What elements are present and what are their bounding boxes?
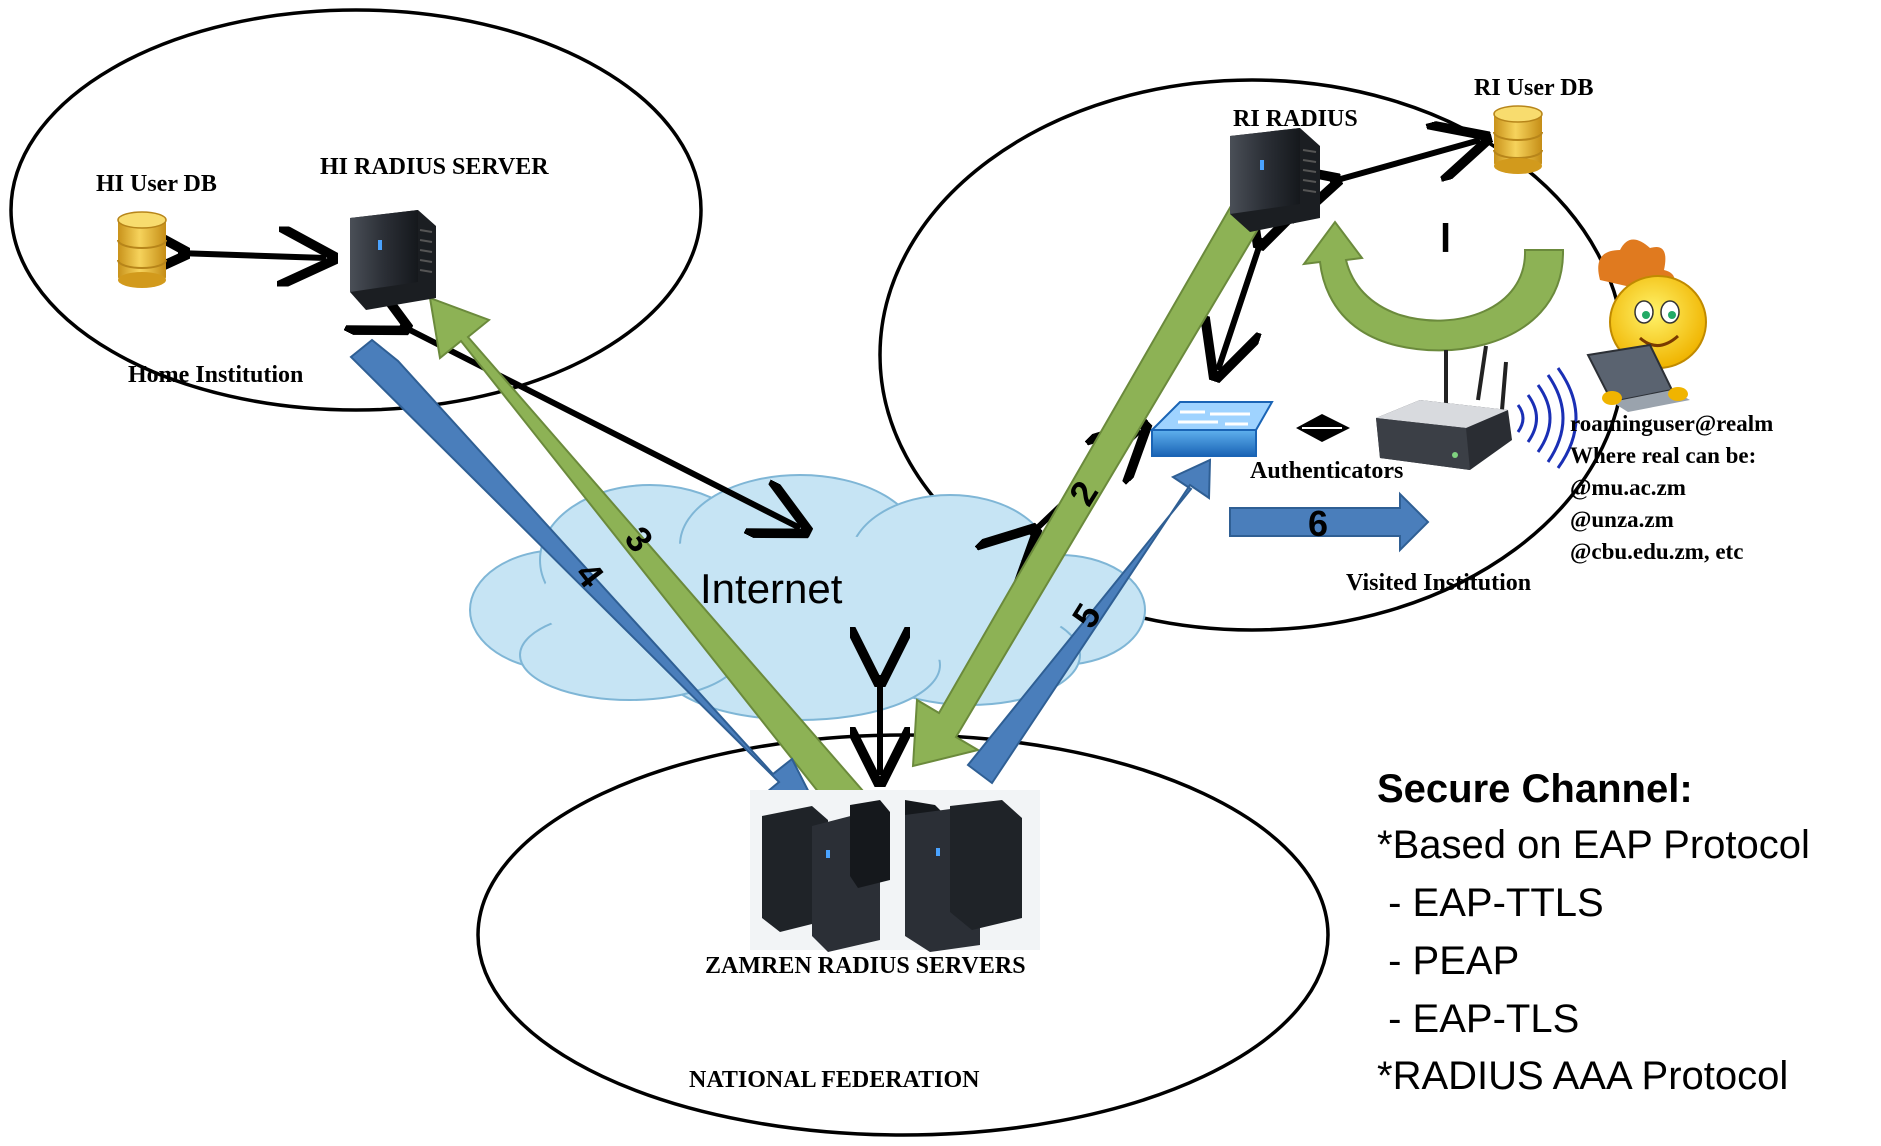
home-institution-label: Home Institution: [128, 362, 303, 388]
wifi-icon: [1516, 367, 1578, 469]
hi-user-db-label: HI User DB: [96, 171, 217, 197]
hi-db-server-link: [178, 253, 326, 258]
svg-text:*RADIUS AAA Protocol: *RADIUS AAA Protocol: [1377, 1054, 1788, 1098]
home-institution-region: [9, 8, 703, 412]
server-icon: [350, 210, 436, 310]
svg-text:*Based on EAP Protocol: *Based on EAP Protocol: [1377, 823, 1810, 867]
zamren-servers-label: ZAMREN RADIUS SERVERS: [705, 953, 1026, 979]
step-3-arrow: [428, 296, 865, 815]
server-icon: [1230, 128, 1320, 232]
database-icon: [117, 211, 167, 288]
visited-institution-label: Visited Institution: [1346, 570, 1531, 596]
svg-text:@mu.ac.zm: @mu.ac.zm: [1570, 475, 1686, 501]
step-1-arrow: [1301, 220, 1565, 352]
svg-text:- PEAP: - PEAP: [1377, 939, 1519, 983]
svg-text:- EAP-TLS: - EAP-TLS: [1377, 997, 1579, 1041]
internet-label: Internet: [700, 565, 843, 612]
step-5-arrow: [966, 458, 1212, 785]
switch-icon: [1149, 401, 1274, 457]
router-icon: [1376, 345, 1512, 470]
authenticators-label: Authenticators: [1250, 458, 1403, 484]
secure-channel-legend: Secure Channel: *Based on EAP Protocol -…: [1377, 767, 1810, 1098]
step-6-label: 6: [1308, 503, 1328, 544]
svg-text:- EAP-TTLS: - EAP-TTLS: [1377, 881, 1604, 925]
ri-radius-switch-link: [1218, 238, 1262, 370]
svg-text:@unza.zm: @unza.zm: [1570, 507, 1674, 533]
hi-server-internet-link: [400, 325, 800, 528]
ri-radius-db-link: [1330, 140, 1480, 182]
ri-radius-label: RI RADIUS: [1233, 106, 1358, 132]
step-2-arrow: [911, 204, 1263, 768]
roaming-user-text: roaminguser@realm Where real can be: @mu…: [1570, 411, 1773, 565]
user-smiley-icon: [1598, 239, 1707, 369]
step-1-label: l: [1440, 217, 1451, 261]
secure-channel-title: Secure Channel:: [1377, 767, 1693, 811]
hi-radius-server-label: HI RADIUS SERVER: [320, 154, 549, 180]
svg-text:roaminguser@realm: roaminguser@realm: [1570, 411, 1773, 437]
server-cluster-icon: [750, 790, 1040, 952]
laptop-icon: [1586, 343, 1690, 412]
ri-user-db-label: RI User DB: [1474, 75, 1594, 101]
national-federation-label: NATIONAL FEDERATION: [689, 1067, 980, 1093]
svg-text:@cbu.edu.zm, etc: @cbu.edu.zm, etc: [1570, 539, 1743, 565]
database-icon: [1493, 105, 1543, 174]
step-6-arrow: [1229, 491, 1430, 553]
svg-text:Where real can be:: Where real can be:: [1570, 443, 1756, 468]
